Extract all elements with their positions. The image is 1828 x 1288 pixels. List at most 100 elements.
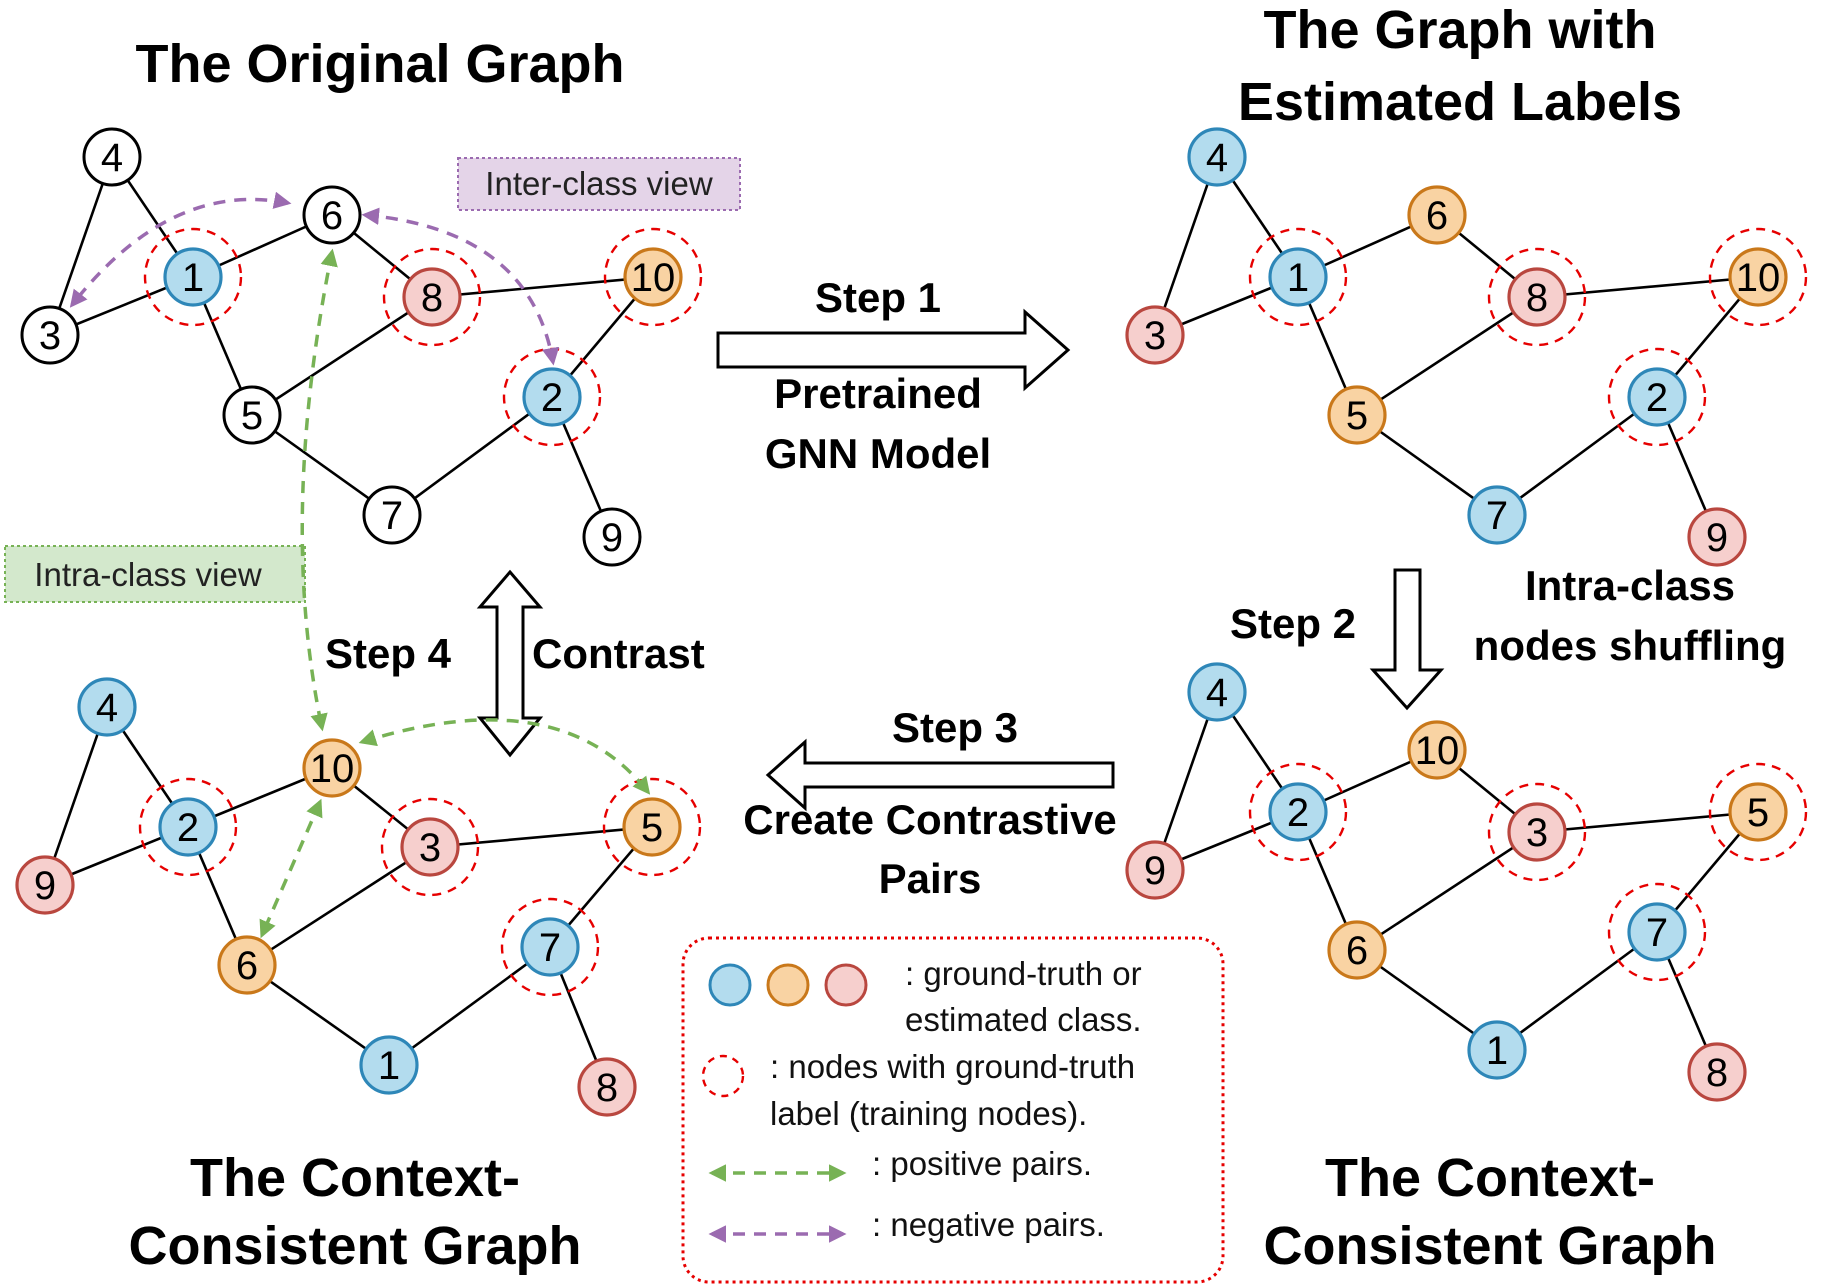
graph-node	[1627, 902, 1687, 962]
graph-node	[400, 817, 460, 877]
legend-blue-class-icon	[708, 963, 752, 1007]
graph-node	[1327, 920, 1387, 980]
step1-desc-line2: GNN Model	[765, 430, 991, 477]
graph-node	[359, 1035, 419, 1095]
pairs-layer	[69, 191, 651, 939]
graph-node	[1687, 1042, 1747, 1102]
node-label: 9	[601, 516, 623, 560]
positive-pair-intra-view	[300, 248, 338, 732]
node-label: 4	[1206, 136, 1228, 180]
node-label: 7	[539, 926, 561, 970]
node-label: 2	[541, 376, 563, 420]
title-cc-left-line1: The Context-	[190, 1148, 520, 1208]
step2-desc-line1: Intra-class	[1525, 562, 1735, 609]
node-label: 9	[1706, 516, 1728, 560]
node-label: 9	[1144, 849, 1166, 893]
training-node-ring	[1248, 227, 1348, 327]
step4-arrow	[476, 569, 544, 758]
node-label: 2	[177, 806, 199, 850]
graph-node	[1407, 720, 1467, 780]
edge	[1536, 275, 1759, 299]
title-cc-left-line2: Consistent Graph	[128, 1216, 581, 1276]
training-node-ring	[1487, 247, 1587, 347]
edge	[1153, 691, 1219, 871]
legend-classes-line2: estimated class.	[905, 1001, 1142, 1038]
node-label: 7	[1646, 911, 1668, 955]
graph-node	[1627, 367, 1687, 427]
edge	[1356, 295, 1538, 417]
edge	[429, 825, 653, 849]
negative-pair-6-3	[69, 191, 292, 308]
graph-node	[1507, 802, 1567, 862]
node-label: 8	[1706, 1051, 1728, 1095]
node-label: 1	[378, 1044, 400, 1088]
node-label: 3	[1526, 811, 1548, 855]
node-label: 7	[1486, 494, 1508, 538]
node-label: 3	[1144, 314, 1166, 358]
graph-node	[222, 385, 282, 445]
node-label: 6	[321, 194, 343, 238]
node-label: 5	[1747, 791, 1769, 835]
graph-node	[1728, 247, 1788, 307]
graph-node	[1467, 1020, 1527, 1080]
inter-class-view-box	[457, 157, 741, 211]
step3-label: Step 3	[892, 704, 1018, 751]
legend-training-line1: : nodes with ground-truth	[770, 1048, 1135, 1085]
node-label: 4	[1206, 671, 1228, 715]
title-estimated-line1: The Graph with	[1263, 0, 1656, 60]
graph-node	[1125, 305, 1185, 365]
title-original-graph: The Original Graph	[135, 34, 624, 94]
step2-label: Step 2	[1230, 600, 1356, 647]
edge	[246, 845, 431, 967]
step1-arrow	[716, 308, 1071, 392]
step1-desc-line1: Pretrained	[774, 370, 982, 417]
edge	[431, 275, 654, 299]
legend-positive: : positive pairs.	[872, 1145, 1092, 1182]
graph-node	[522, 367, 582, 427]
node-label: 8	[421, 276, 443, 320]
training-node-ring	[1708, 762, 1808, 862]
step3-desc-line1: Create Contrastive	[743, 796, 1116, 843]
step4-label: Step 4	[325, 630, 452, 677]
legend-negative: : negative pairs.	[872, 1206, 1105, 1243]
positive-pair-10-6	[259, 798, 323, 939]
edge	[388, 945, 551, 1067]
legend-classes-line1: : ground-truth or	[905, 955, 1142, 992]
graph-node	[623, 247, 683, 307]
training-node-ring	[1607, 882, 1707, 982]
training-node-ring	[602, 777, 702, 877]
edge	[391, 395, 553, 517]
node-label: 9	[34, 864, 56, 908]
graph-node	[1187, 127, 1247, 187]
training-node-ring	[1708, 227, 1808, 327]
graph-node	[1268, 247, 1328, 307]
training-node-ring	[1607, 347, 1707, 447]
graph-node	[82, 127, 142, 187]
step3-desc-line2: Pairs	[879, 855, 982, 902]
node-label: 5	[1346, 394, 1368, 438]
title-cc-right-line1: The Context-	[1325, 1148, 1655, 1208]
edge	[1496, 930, 1658, 1052]
intra-class-view-box	[4, 545, 306, 603]
graph-node	[1407, 185, 1467, 245]
graph-node	[1125, 840, 1185, 900]
training-node-ring	[603, 227, 703, 327]
legend-box	[681, 936, 1225, 1284]
legend-orange-class-icon	[766, 963, 810, 1007]
legend-training-line2: label (training nodes).	[770, 1095, 1087, 1132]
graph-node	[1467, 485, 1527, 545]
legend-training-ring-icon	[701, 1054, 745, 1098]
step2-desc-line2: nodes shuffling	[1474, 622, 1787, 669]
training-node-ring	[380, 797, 480, 897]
positive-pair-10-5	[358, 718, 651, 795]
node-label: 1	[182, 256, 204, 300]
graph-node	[622, 797, 682, 857]
graph-node	[20, 305, 80, 365]
graph-node	[302, 185, 362, 245]
node-label: 2	[1646, 376, 1668, 420]
training-node-ring	[500, 897, 600, 997]
graph-node	[1687, 507, 1747, 567]
node-label: 6	[1346, 929, 1368, 973]
